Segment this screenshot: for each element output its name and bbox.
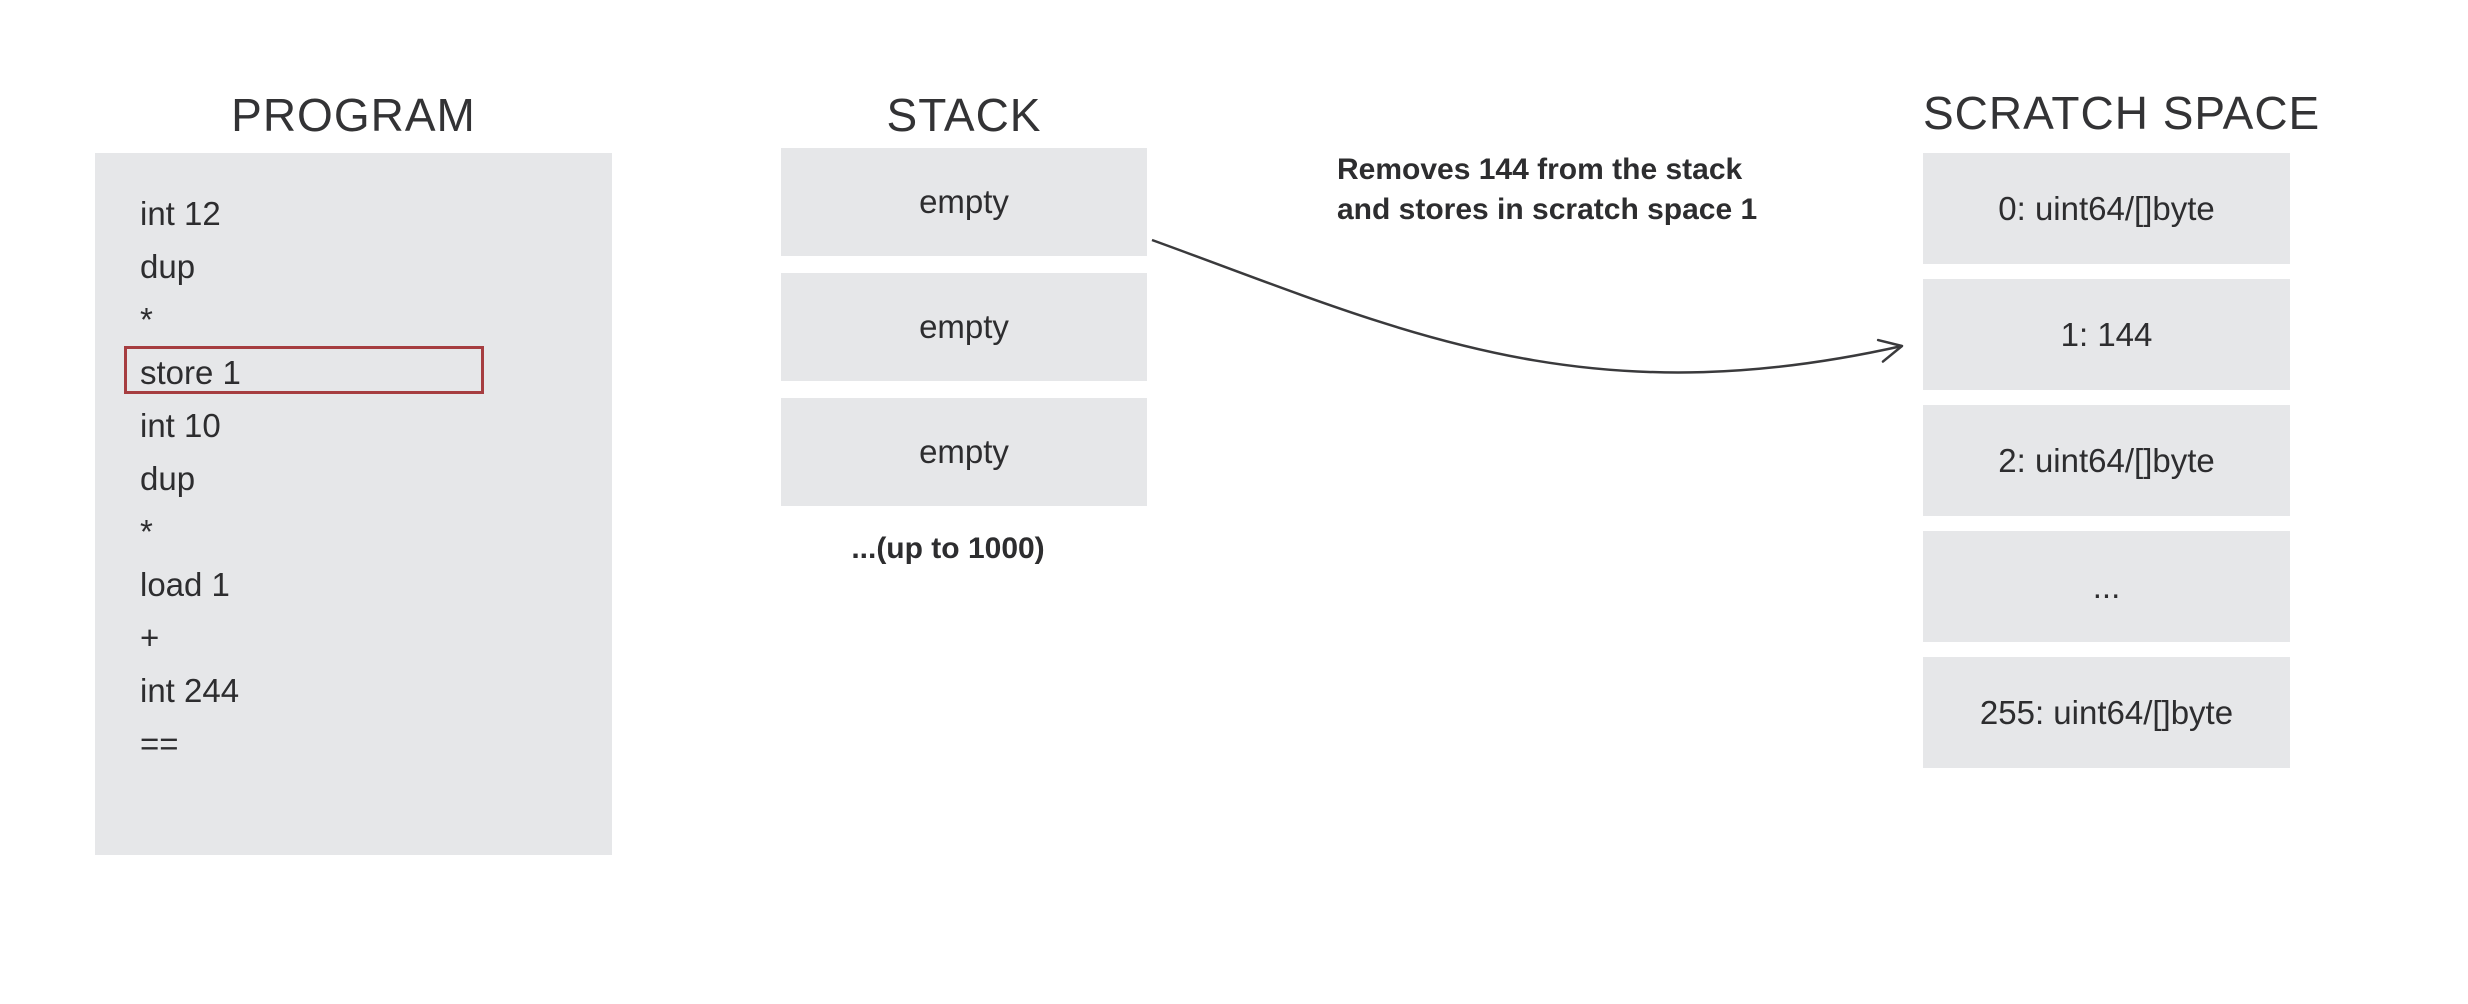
code-text: + <box>140 619 160 656</box>
scratch-space-title: SCRATCH SPACE <box>1923 87 2321 139</box>
code-text: store 1 <box>140 354 241 391</box>
stack-slot-label: empty <box>919 433 1009 470</box>
scratch-slot-label: 0: uint64/[]byte <box>1998 189 2215 227</box>
program-code-line: + <box>95 611 612 664</box>
program-code-line: * <box>95 505 612 558</box>
scratch-slot-label: 255: uint64/[]byte <box>1979 693 2234 731</box>
stack-capacity-caption: ...(up to 1000) <box>851 532 1045 565</box>
code-text: int 244 <box>140 672 240 709</box>
code-text: * <box>140 301 153 338</box>
arrow-annotation: Removes 144 from the stack and stores in… <box>1337 150 1757 230</box>
scratch-slot: 0: uint64/[]byte <box>1923 153 2290 264</box>
program-code-line: int 10 <box>95 399 612 452</box>
stack-title: STACK <box>886 89 1042 141</box>
scratch-slot-list: 0: uint64/[]byte 1: 144 2: uint64/[]byte… <box>1923 153 2290 783</box>
stack-slot-label: empty <box>919 308 1009 345</box>
code-text: * <box>140 513 153 550</box>
arrow-curve <box>1151 238 1904 374</box>
program-code-line: int 12 <box>95 187 612 240</box>
program-code-line: load 1 <box>95 558 612 611</box>
code-text: dup <box>140 460 196 497</box>
code-text: int 12 <box>140 195 221 232</box>
code-text: load 1 <box>140 566 230 603</box>
code-text: == <box>140 725 179 762</box>
scratch-slot: 255: uint64/[]byte <box>1923 657 2290 768</box>
code-text: dup <box>140 248 196 285</box>
scratch-slot: 1: 144 <box>1923 279 2290 390</box>
program-code-line: * <box>95 293 612 346</box>
program-code-line: == <box>95 717 612 770</box>
code-text: int 10 <box>140 407 221 444</box>
program-code-line: dup <box>95 240 612 293</box>
scratch-slot-label: ... <box>2092 567 2121 605</box>
scratch-slot-label: 1: 144 <box>2060 315 2153 353</box>
stack-slot-list: empty empty empty <box>781 148 1147 523</box>
program-code-line: dup <box>95 452 612 505</box>
annotation-line-1: Removes 144 from the stack <box>1337 153 1743 186</box>
stack-slot-label: empty <box>919 183 1009 220</box>
stack-slot: empty <box>781 398 1147 506</box>
program-box: int 12 dup * store 1 int 10 <box>95 153 612 855</box>
annotation-line-2: and stores in scratch space 1 <box>1337 193 1758 226</box>
scratch-slot: ... <box>1923 531 2290 642</box>
program-code-line: int 244 <box>95 664 612 717</box>
stack-slot: empty <box>781 273 1147 381</box>
program-title: PROGRAM <box>231 89 476 141</box>
stack-slot: empty <box>781 148 1147 256</box>
scratch-slot-label: 2: uint64/[]byte <box>1998 441 2215 479</box>
program-code-line: store 1 <box>95 346 612 399</box>
scratch-slot: 2: uint64/[]byte <box>1923 405 2290 516</box>
